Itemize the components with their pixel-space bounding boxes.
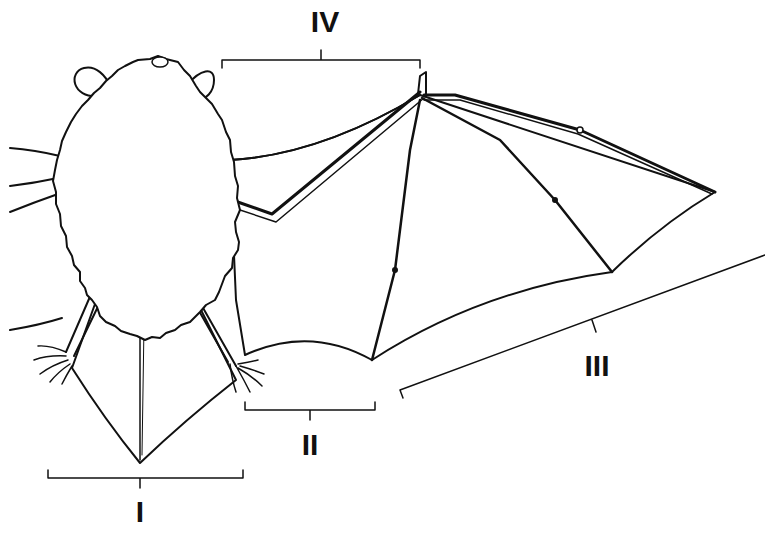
forearm xyxy=(234,98,424,222)
left-foot xyxy=(34,346,72,384)
bracket xyxy=(245,402,375,420)
part-label: III xyxy=(584,351,609,381)
tail-bone xyxy=(139,325,141,460)
right-foot xyxy=(230,360,264,392)
tail-bone xyxy=(142,325,144,455)
bracket xyxy=(48,470,243,488)
finger-joint xyxy=(577,127,583,133)
finger xyxy=(372,100,420,360)
left-arm xyxy=(10,178,58,186)
thumb xyxy=(418,72,426,96)
part-label: I xyxy=(136,497,144,527)
bracket xyxy=(400,255,765,398)
part-label: IV xyxy=(311,7,339,37)
leading-edge xyxy=(230,95,420,160)
nose xyxy=(152,57,168,67)
part-label: II xyxy=(302,430,319,460)
bracket xyxy=(222,50,420,68)
finger xyxy=(424,95,715,192)
finger-joint xyxy=(553,198,557,202)
left-arm xyxy=(10,194,58,212)
forearm xyxy=(232,92,420,214)
left-wing-edge xyxy=(10,318,62,330)
finger xyxy=(422,98,612,272)
wing-membrane xyxy=(230,95,715,360)
finger xyxy=(424,100,712,194)
bat-body xyxy=(53,56,240,340)
left-arm xyxy=(10,148,60,156)
finger-joint xyxy=(393,268,397,272)
